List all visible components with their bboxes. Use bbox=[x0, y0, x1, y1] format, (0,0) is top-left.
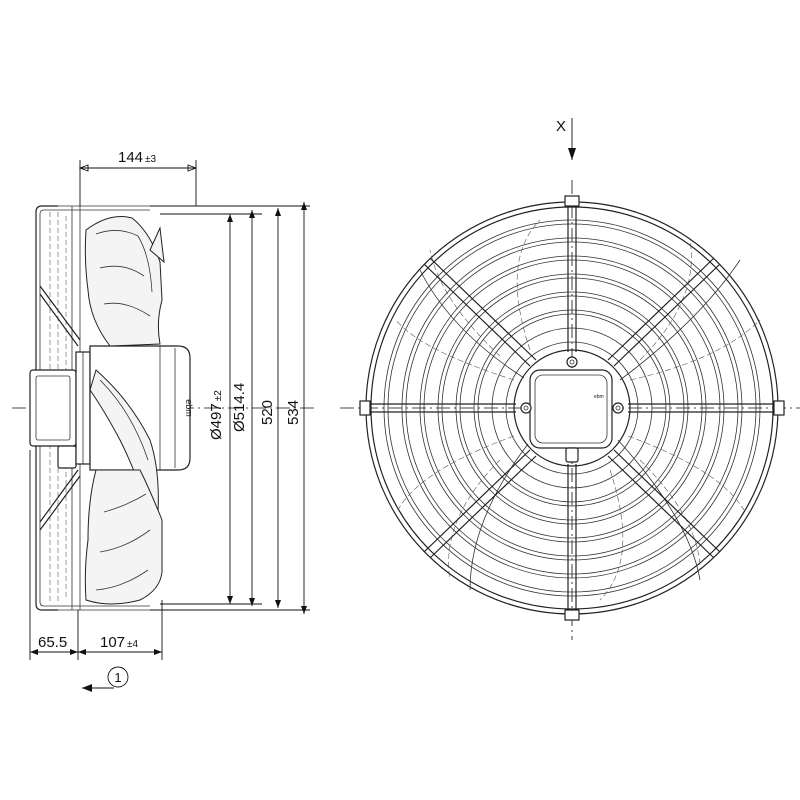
guard-ring bbox=[455, 291, 689, 525]
cable-gland bbox=[57, 445, 77, 469]
guard-strut bbox=[429, 257, 537, 361]
guard-ring bbox=[423, 259, 721, 557]
dim-depth-total: 144±3 bbox=[118, 149, 157, 166]
mounting-screw-center bbox=[615, 405, 621, 411]
guard-ring bbox=[441, 277, 703, 539]
dim-arrow bbox=[78, 649, 86, 655]
guard-struts bbox=[360, 196, 784, 620]
side-hub-brand-label: ebm bbox=[184, 399, 194, 417]
terminal-box-inner bbox=[35, 375, 71, 441]
front-view: X bbox=[340, 118, 800, 640]
fan-blade-upper-tip bbox=[149, 226, 165, 264]
dim-arrow bbox=[30, 649, 38, 655]
strut-tab bbox=[359, 400, 371, 416]
dim-height-guard: 520 bbox=[259, 400, 276, 425]
dim-diameter-ring: Ø514.4 bbox=[231, 383, 248, 432]
dim-diameter-blade: Ø497±2 bbox=[208, 390, 225, 440]
hub-ring bbox=[513, 349, 631, 467]
dim-arrow bbox=[227, 214, 233, 222]
terminal-box bbox=[29, 369, 77, 447]
motor-housing bbox=[529, 369, 613, 449]
guard-ring bbox=[401, 237, 743, 579]
guard-ring bbox=[505, 341, 639, 475]
strut-tab bbox=[564, 609, 580, 621]
guard-ring bbox=[405, 241, 739, 575]
side-view: ebm 144±3 Ø497±2 bbox=[12, 149, 318, 692]
guard-strut-top bbox=[39, 285, 81, 341]
guard-ring bbox=[437, 273, 707, 543]
guard-strut bbox=[613, 263, 721, 367]
guard-strut bbox=[423, 263, 531, 367]
dim-arrow bbox=[70, 649, 78, 655]
dim-arrow bbox=[78, 164, 89, 172]
guard-ring bbox=[383, 219, 761, 597]
strut-tab bbox=[564, 195, 580, 207]
dim-arrow bbox=[301, 202, 307, 210]
guard-ring bbox=[473, 309, 671, 507]
guard-strut bbox=[613, 449, 721, 553]
front-hub-brand-label: ebm bbox=[594, 394, 604, 400]
guard-strut-bottom bbox=[39, 475, 81, 531]
rotor-hub bbox=[89, 345, 191, 471]
guard-ring bbox=[477, 313, 667, 503]
guard-strut bbox=[429, 455, 537, 559]
mounting-screw-center bbox=[523, 405, 529, 411]
fan-blade-lower bbox=[84, 469, 163, 605]
guard-ring bbox=[459, 295, 685, 521]
guard-strut bbox=[423, 449, 531, 553]
mounting-screw bbox=[612, 402, 624, 414]
motor-housing-inner bbox=[534, 374, 608, 444]
airflow-arrow-head bbox=[82, 684, 92, 692]
dim-arrow bbox=[249, 598, 255, 606]
mounting-screw bbox=[520, 402, 532, 414]
guard-ring bbox=[387, 223, 757, 593]
fan-blade-upper bbox=[84, 216, 163, 347]
dim-arrow bbox=[249, 210, 255, 218]
mounting-screw-center bbox=[569, 359, 575, 365]
front-cable-gland bbox=[565, 447, 579, 463]
airflow-marker-circle bbox=[107, 666, 129, 688]
guard-strut-top-2 bbox=[39, 293, 79, 347]
dim-arrow bbox=[275, 600, 281, 608]
blade-outline-hidden bbox=[395, 319, 761, 511]
dim-arrow bbox=[187, 164, 198, 172]
dim-arrow bbox=[301, 606, 307, 614]
view-direction-letter: X bbox=[556, 118, 566, 135]
fan-blade-upper-edge bbox=[95, 230, 153, 317]
mounting-screw bbox=[566, 356, 578, 368]
guard-outer-ring-2 bbox=[370, 206, 774, 610]
dim-arrow bbox=[227, 596, 233, 604]
dim-arrow bbox=[154, 649, 162, 655]
fan-blade-middle-edge bbox=[99, 379, 149, 461]
dim-offset-mount: 107±4 bbox=[100, 634, 139, 651]
guard-ring bbox=[491, 327, 653, 489]
dim-arrow bbox=[275, 208, 281, 216]
airflow-marker-number: 1 bbox=[114, 670, 121, 685]
blade-edge bbox=[419, 259, 741, 591]
view-direction-arrow-head bbox=[568, 148, 576, 160]
strut-tab bbox=[773, 400, 785, 416]
guard-strut-bottom-2 bbox=[39, 469, 79, 523]
guard-strut bbox=[607, 257, 715, 361]
dim-offset-left: 65.5 bbox=[38, 634, 67, 651]
dim-height-total: 534 bbox=[285, 400, 302, 425]
guard-ring bbox=[419, 255, 725, 561]
fan-blade-lower-edge bbox=[95, 493, 151, 591]
guard-strut bbox=[607, 455, 715, 559]
